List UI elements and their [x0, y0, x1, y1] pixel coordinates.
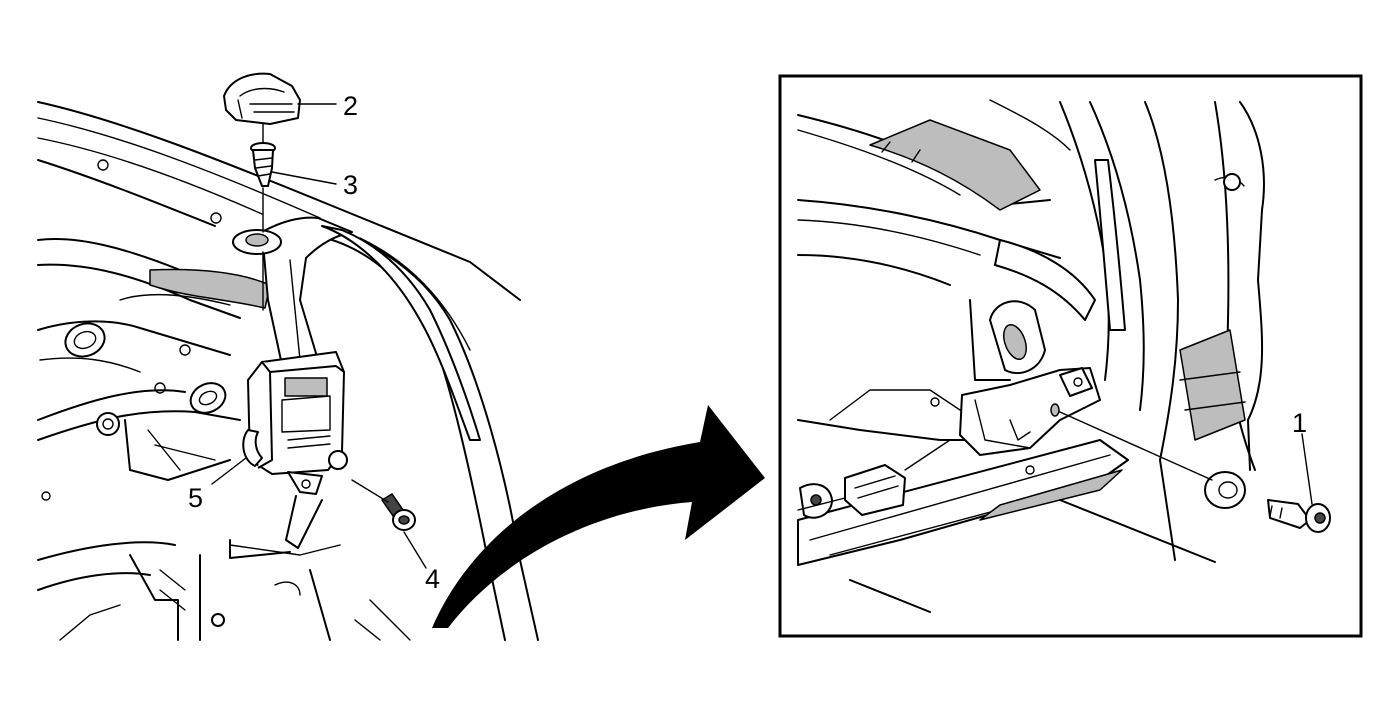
callout-1: 1 [1292, 408, 1307, 438]
detail-view-inset [778, 74, 1363, 638]
view-transition-arrow [432, 405, 765, 628]
callout-4: 4 [425, 564, 440, 594]
detail-view-frame [778, 74, 1363, 638]
retractor-bolt-lower [380, 492, 416, 531]
callout-3: 3 [343, 170, 358, 200]
seat-belt-anchor-bolt [1204, 471, 1331, 533]
left-view-vehicle-interior [37, 72, 539, 641]
seat-adjuster-latch [797, 439, 951, 519]
callout-5: 5 [188, 483, 203, 513]
callout-2: 2 [343, 91, 358, 121]
anchor-bolt-upper [250, 142, 276, 187]
seat-belt-retractor [242, 351, 348, 495]
anchor-cover [223, 72, 301, 125]
callout-leaders [211, 103, 1313, 569]
